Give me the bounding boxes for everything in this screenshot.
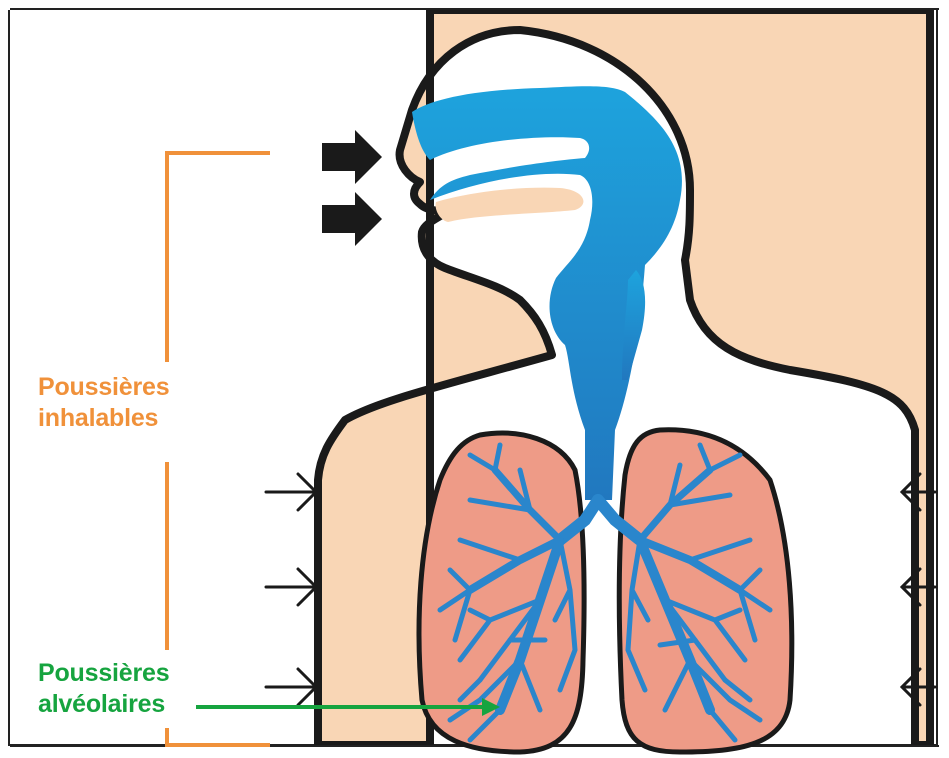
frame-right-mask [938, 0, 949, 758]
inhalable-label-line2: inhalables [38, 403, 169, 434]
inhale-arrow-icon [322, 130, 382, 246]
alveolar-label-line1: Poussières [38, 658, 169, 689]
inhalable-label-line1: Poussières [38, 372, 169, 403]
inhalable-dust-label: Poussières inhalables [38, 372, 169, 434]
alveolar-dust-label: Poussières alvéolaires [38, 658, 169, 720]
inhalable-bracket [167, 153, 270, 745]
alveolar-label-line2: alvéolaires [38, 689, 169, 720]
